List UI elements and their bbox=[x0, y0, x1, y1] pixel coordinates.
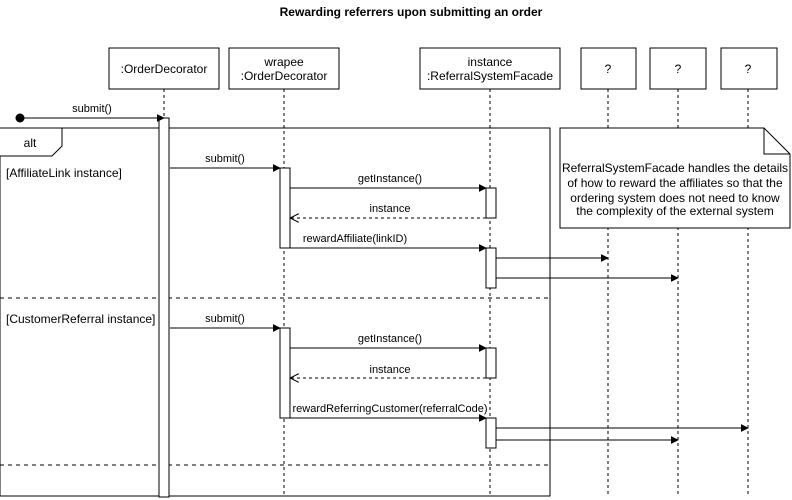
guard-affiliate-link: [AffiliateLink instance] bbox=[6, 166, 122, 180]
message-label-reward-affiliate: rewardAffiliate(linkID) bbox=[303, 233, 407, 245]
alt-fragment: alt [AffiliateLink instance] [CustomerRe… bbox=[0, 127, 551, 497]
alt-operator-label: alt bbox=[24, 136, 37, 150]
note-line: ReferralSystemFacade handles the details bbox=[562, 161, 788, 175]
note-line: of how to reward the affiliates so that … bbox=[567, 176, 783, 190]
note-line: the complexity of the external system bbox=[576, 204, 773, 218]
lifeline-label: instance bbox=[468, 55, 513, 69]
message-label-reward-customer: rewardReferringCustomer(referralCode) bbox=[292, 403, 487, 415]
lifeline-head-unknown-2[interactable]: ? bbox=[649, 47, 707, 90]
diagram-title: Rewarding referrers upon submitting an o… bbox=[280, 5, 543, 19]
lifeline-head-facade[interactable]: instance :ReferralSystemFacade bbox=[419, 47, 561, 90]
guard-customer-referral: [CustomerReferral instance] bbox=[6, 312, 155, 326]
message-label-get-instance-affiliate: getInstance() bbox=[358, 173, 422, 185]
message-label-submit-customer: submit() bbox=[205, 313, 245, 325]
lifeline-label: ? bbox=[745, 62, 752, 76]
lifeline-head-wrapee[interactable]: wrapee :OrderDecorator bbox=[228, 47, 340, 90]
activation-order-decorator bbox=[158, 117, 170, 498]
activation-facade-get-instance-affiliate bbox=[485, 187, 497, 219]
lifeline-head-order-decorator[interactable]: :OrderDecorator bbox=[108, 47, 220, 90]
lifeline-head-unknown-1[interactable]: ? bbox=[580, 47, 637, 90]
lifeline-label: ? bbox=[605, 62, 612, 76]
lifeline-label: :OrderDecorator bbox=[121, 62, 208, 76]
activation-facade-reward-customer bbox=[485, 417, 497, 449]
activation-wrapee-customer bbox=[279, 327, 291, 419]
activation-wrapee-affiliate bbox=[279, 167, 291, 249]
message-label-submit-affiliate: submit() bbox=[205, 153, 245, 165]
lifeline-label: ? bbox=[675, 62, 682, 76]
return-label-instance-affiliate: instance bbox=[370, 203, 411, 215]
message-label-submit-initial: submit() bbox=[72, 103, 112, 115]
activation-facade-get-instance-customer bbox=[485, 347, 497, 379]
note-referral-system-facade[interactable]: ReferralSystemFacade handles the details… bbox=[559, 127, 791, 229]
lifeline-label: :OrderDecorator bbox=[241, 69, 328, 83]
note-line: ordering system does not need to know bbox=[570, 191, 780, 205]
activation-facade-reward-affiliate bbox=[485, 247, 497, 289]
message-label-get-instance-customer: getInstance() bbox=[358, 333, 422, 345]
lifeline-head-unknown-3[interactable]: ? bbox=[720, 47, 778, 90]
lifeline-label: :ReferralSystemFacade bbox=[427, 69, 553, 83]
lifeline-label: wrapee bbox=[263, 55, 304, 69]
return-label-instance-customer: instance bbox=[370, 364, 411, 376]
